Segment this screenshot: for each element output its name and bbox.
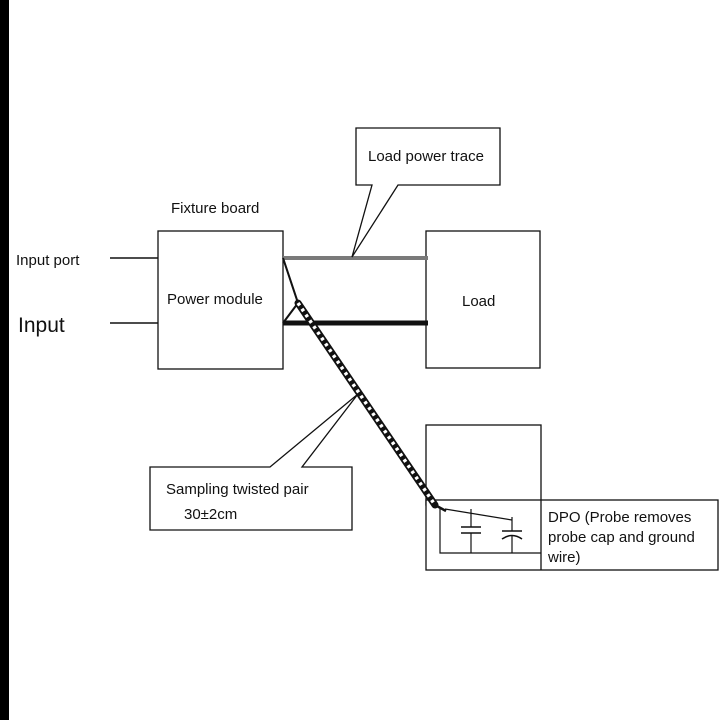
twisted-pair-lead-lower — [282, 302, 299, 324]
power-module-label: Power module — [167, 291, 263, 308]
dpo-label-line-3: wire) — [547, 549, 581, 566]
capacitor-2-plate-bottom — [501, 534, 523, 540]
probe-inner-frame — [439, 508, 541, 554]
load-label: Load — [462, 293, 495, 310]
input-port-label: Input port — [16, 252, 80, 269]
fixture-board-label: Fixture board — [171, 200, 259, 217]
twisted-pair-cable-twist — [296, 302, 437, 506]
input-label: Input — [18, 314, 65, 337]
twisted-pair-lead-upper — [282, 257, 299, 304]
sampling-twisted-pair-callout — [149, 393, 359, 531]
load-box — [425, 230, 541, 369]
left-frame-edge — [0, 0, 9, 720]
dpo-box — [425, 424, 542, 506]
probe-tip-line — [444, 508, 513, 521]
sampling-twisted-pair-label: Sampling twisted pair — [166, 481, 309, 498]
twisted-pair-end — [434, 503, 447, 513]
dpo-label-box — [425, 499, 719, 571]
dpo-label-line-2: probe cap and ground — [548, 529, 695, 546]
power-module-box — [157, 230, 284, 370]
dpo-label-line-1: DPO (Probe removes — [548, 509, 691, 526]
twisted-pair-length-label: 30±2cm — [184, 506, 237, 523]
load-power-trace-callout — [351, 127, 501, 258]
load-power-trace-label: Load power trace — [368, 148, 484, 165]
